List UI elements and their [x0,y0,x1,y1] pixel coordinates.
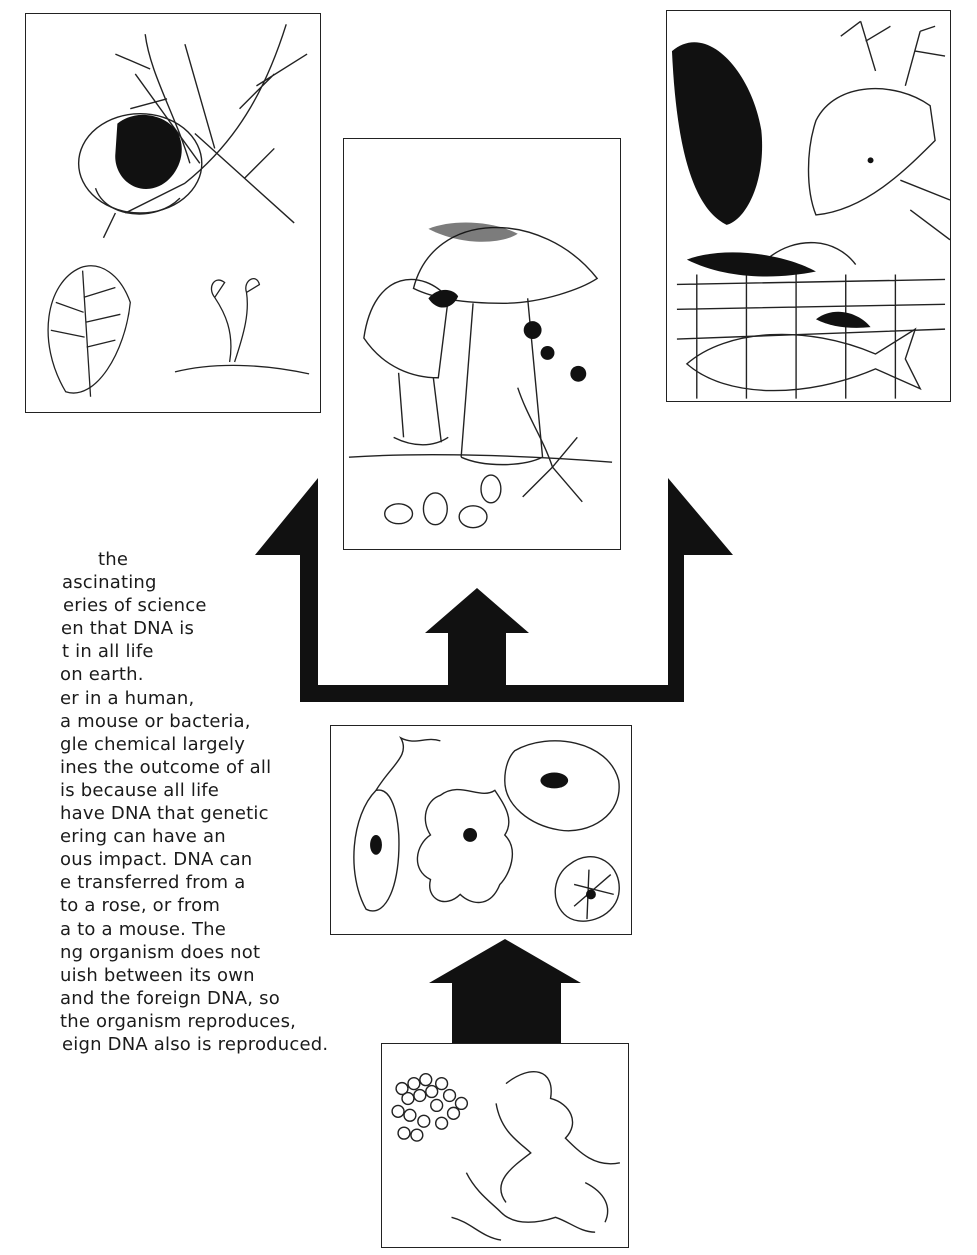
plants-panel [25,13,321,413]
body-text: the ascinating eries of science en that … [0,548,390,1056]
text-line: en that DNA is [0,617,390,640]
lower-up-arrow [429,939,581,1045]
animals-panel [666,10,951,402]
text-line: t in all life [0,640,390,663]
bacteria-illustration [382,1044,628,1247]
text-line: eign DNA also is reproduced. [0,1033,390,1056]
plants-illustration [26,14,320,412]
fungi-illustration [344,139,620,549]
text-line: gle chemical largely [0,733,390,756]
text-line: ng organism does not [0,941,390,964]
bacteria-panel [381,1043,629,1248]
text-line: ines the outcome of all [0,756,390,779]
fungi-panel [343,138,621,550]
text-line: ascinating [0,571,390,594]
text-line: to a rose, or from [0,894,390,917]
text-line: a mouse or bacteria, [0,710,390,733]
text-line: and the foreign DNA, so [0,987,390,1010]
text-line: eries of science [0,594,390,617]
text-line: er in a human, [0,687,390,710]
text-line: a to a mouse. The [0,918,390,941]
text-line: the organism reproduces, [0,1010,390,1033]
center-up-arrow [425,588,529,686]
text-line: ous impact. DNA can [0,848,390,871]
text-line: on earth. [0,663,390,686]
text-line: is because all life [0,779,390,802]
text-line: uish between its own [0,964,390,987]
text-line: e transferred from a [0,871,390,894]
text-line: the [0,548,390,571]
text-line: have DNA that genetic [0,802,390,825]
animals-illustration [667,11,950,401]
text-line: ering can have an [0,825,390,848]
